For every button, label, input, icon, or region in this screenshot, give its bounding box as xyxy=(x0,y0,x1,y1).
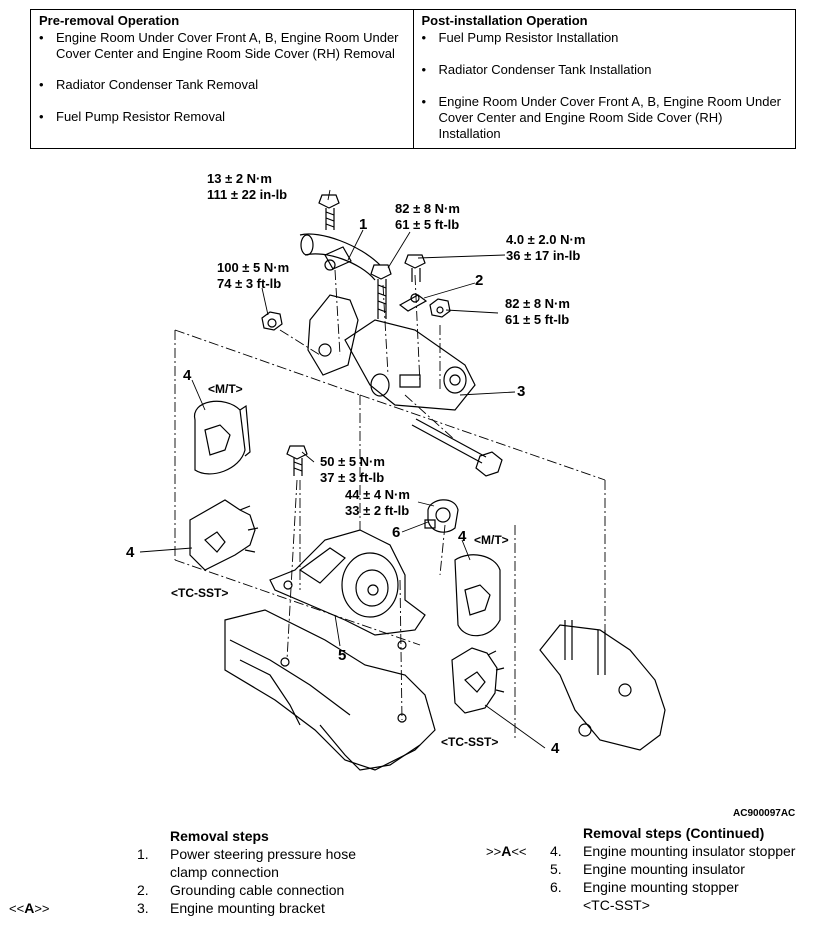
insulator-stopper-tcsst-left xyxy=(189,499,259,571)
removal-steps-right: Removal steps (Continued) 4. Engine moun… xyxy=(550,824,820,914)
vehicle-frame xyxy=(224,609,436,771)
callout-2: 2 xyxy=(475,272,484,289)
removal-step-row: 3. Engine mounting bracket xyxy=(137,900,325,916)
callout-6: 6 xyxy=(392,524,401,541)
callout-4-tcsst-left: 4 xyxy=(126,544,135,561)
removal-step-row: 4. Engine mounting insulator stopper xyxy=(550,843,796,859)
torque-label-bolt-4nm: 4.0 ± 2.0 N·m 36 ± 17 in-lb xyxy=(506,232,586,263)
torque-label-bolt-13nm: 13 ± 2 N·m 111 ± 22 in-lb xyxy=(207,171,288,202)
tag-tcsst-left: <TC-SST> xyxy=(171,586,229,600)
removal-step-row: <TC-SST> xyxy=(583,897,650,913)
nut-100nm xyxy=(261,311,283,331)
body-side-bracket xyxy=(539,620,666,751)
pre-removal-item: •Engine Room Under Cover Front A, B, Eng… xyxy=(39,30,399,61)
post-installation-column: Post-installation Operation •Fuel Pump R… xyxy=(412,10,796,148)
insulator-stopper-tcsst-right xyxy=(451,647,505,714)
through-bolt xyxy=(411,418,503,477)
callout-4-mt-left: 4 xyxy=(183,367,192,384)
pre-removal-title: Pre-removal Operation xyxy=(39,13,180,28)
assembly-lines xyxy=(174,269,606,740)
engine-mounting-insulator xyxy=(269,529,426,650)
post-installation-item: •Engine Room Under Cover Front A, B, Eng… xyxy=(421,94,782,141)
post-installation-title: Post-installation Operation xyxy=(421,13,588,28)
removal-service-mark: <<A>> xyxy=(9,900,50,916)
callout-1: 1 xyxy=(359,216,368,233)
removal-step-row: 6. Engine mounting stopper xyxy=(550,879,739,895)
pre-removal-item: •Fuel Pump Resistor Removal xyxy=(39,109,226,124)
bolt-4nm xyxy=(404,254,426,282)
insulator-stopper-mt-right xyxy=(454,554,501,637)
torque-label-nut-100nm: 100 ± 5 N·m 74 ± 3 ft-lb xyxy=(217,260,290,291)
removal-steps-continued-title: Removal steps (Continued) xyxy=(583,825,765,841)
post-installation-item: •Radiator Condenser Tank Installation xyxy=(421,62,652,77)
bolt-13nm xyxy=(318,194,340,230)
removal-steps-left: Removal steps 1. Power steering pressure… xyxy=(137,827,437,917)
pre-removal-item: •Radiator Condenser Tank Removal xyxy=(39,77,259,92)
installation-service-mark: >>A<< xyxy=(486,843,527,859)
bolt-50nm xyxy=(286,445,308,476)
grounding-terminal xyxy=(398,293,428,312)
tag-mt-right: <M/T> xyxy=(474,533,509,547)
operation-table: Pre-removal Operation •Engine Room Under… xyxy=(30,9,796,149)
bolt-82nm-long xyxy=(370,264,392,319)
torque-label-nut-82nm: 82 ± 8 N·m 61 ± 5 ft-lb xyxy=(505,296,570,327)
callout-4-tcsst-right: 4 xyxy=(551,740,560,757)
engine-mounting-stopper xyxy=(424,499,459,533)
callout-3: 3 xyxy=(517,383,526,400)
torque-label-bolt-82nm: 82 ± 8 N·m 61 ± 5 ft-lb xyxy=(395,201,460,232)
torque-label-stopper-44nm: 44 ± 4 N·m 33 ± 2 ft-lb xyxy=(345,487,410,518)
removal-step-row: 5. Engine mounting insulator xyxy=(550,861,745,877)
callout-4-mt-right: 4 xyxy=(458,528,467,545)
removal-step-row: 1. Power steering pressure hose clamp co… xyxy=(137,846,356,880)
tag-mt-left: <M/T> xyxy=(208,382,243,396)
pre-removal-column: Pre-removal Operation •Engine Room Under… xyxy=(31,10,413,148)
post-installation-item: •Fuel Pump Resistor Installation xyxy=(421,30,619,45)
insulator-stopper-mt-left xyxy=(194,400,251,475)
engine-mounting-bracket xyxy=(307,294,476,411)
removal-steps-title: Removal steps xyxy=(170,828,269,844)
leader-lines xyxy=(139,189,546,749)
figure-code: AC900097AC xyxy=(733,808,796,819)
removal-step-row: 2. Grounding cable connection xyxy=(137,882,345,898)
nut-82nm xyxy=(429,298,451,318)
hose-clamp-part xyxy=(299,233,381,281)
torque-label-bolt-50nm: 50 ± 5 N·m 37 ± 3 ft-lb xyxy=(320,454,385,485)
callout-5: 5 xyxy=(338,647,347,664)
tag-tcsst-right: <TC-SST> xyxy=(441,735,499,749)
